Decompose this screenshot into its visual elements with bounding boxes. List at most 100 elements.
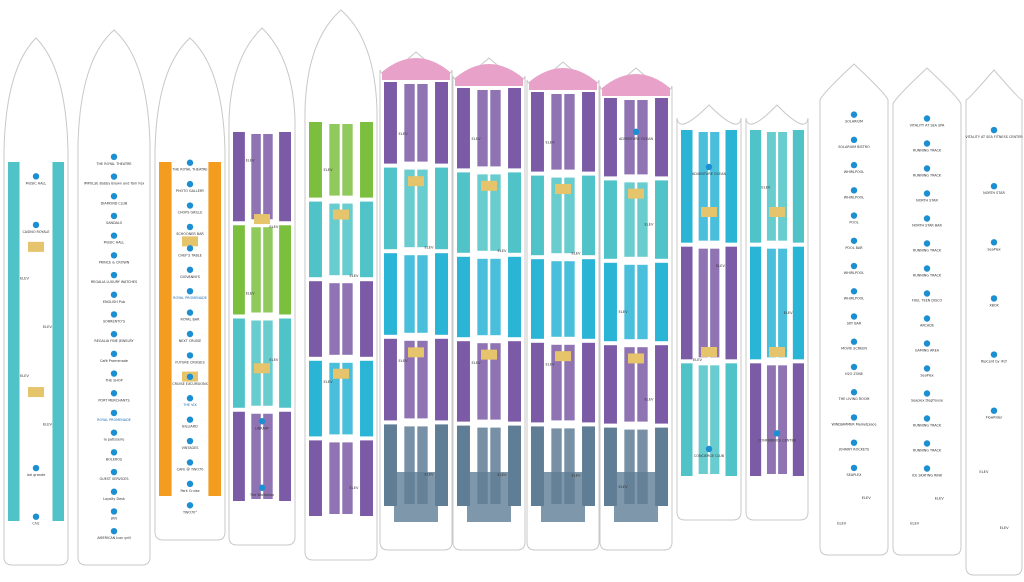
venue-icon <box>990 126 998 134</box>
cabin-block-starboard <box>360 360 373 437</box>
venue-icon <box>923 140 931 147</box>
venue-icon <box>923 190 931 197</box>
cabin-block-port <box>457 256 470 338</box>
cabin-block-starboard <box>435 253 448 335</box>
hull-outline <box>892 67 962 556</box>
venue-icon <box>110 252 118 259</box>
cabin-block-inner <box>329 362 340 435</box>
cabin-block-port <box>681 130 693 243</box>
cabin-block-inner <box>342 442 353 514</box>
venue-label: ROYAL PROMENADE <box>173 296 207 300</box>
cabin-block-inner <box>624 429 635 504</box>
venue-label: VITALITY AT SEA SPA <box>910 124 945 128</box>
elevator-label: ELEV <box>349 274 359 278</box>
elevator-label: ELEV <box>619 485 629 489</box>
venue-label: GAMING AREA <box>915 349 940 353</box>
cabin-block-inner <box>417 84 428 162</box>
venue-icon <box>186 437 194 445</box>
venue-icon <box>923 115 931 122</box>
venue-label: Loyalty Desk <box>103 497 125 501</box>
venue-icon <box>110 212 118 220</box>
venue-label: Café Promenade <box>100 359 128 363</box>
venue-icon <box>850 313 858 320</box>
venue-icon <box>850 288 858 295</box>
cabin-block-port <box>384 167 397 250</box>
venue-icon <box>990 182 998 190</box>
cabin-block-starboard <box>725 246 737 360</box>
venue-icon <box>110 488 118 495</box>
stair-core <box>701 207 717 217</box>
venue-label: CHOPS GRILLE <box>178 211 203 215</box>
venue-icon <box>923 440 931 447</box>
cabin-block-starboard <box>655 427 668 506</box>
elevator-label: ELEV <box>497 473 507 477</box>
venue-label: FUEL TEEN DISCO <box>912 299 943 303</box>
cabin-block-starboard <box>435 167 448 250</box>
venue-label: THE LIVING ROOM <box>838 397 870 401</box>
cabin-block-starboard <box>435 338 448 421</box>
cabin-block-inner <box>624 347 635 422</box>
cabin-block-inner <box>778 248 788 358</box>
cabin-block-port <box>233 225 245 315</box>
venue-icon <box>186 502 194 509</box>
venue-label: THE VIX <box>182 403 197 407</box>
venue-label: GUEST SERVICES <box>100 477 129 481</box>
venue-label: RUNNING TRACK <box>913 149 942 153</box>
cabin-block-inner <box>251 413 261 499</box>
cabin-block-inner <box>637 429 648 504</box>
cabin-block-inner <box>263 227 273 313</box>
cabin-block-starboard <box>508 172 521 253</box>
cabin-block-starboard <box>792 363 804 476</box>
venue-icon <box>186 245 194 252</box>
stair-core <box>769 207 785 217</box>
venue-icon <box>705 163 713 171</box>
venue-icon <box>850 111 858 118</box>
venue-label: MUSIC HALL <box>26 181 47 185</box>
cabin-block-port <box>384 338 397 421</box>
venue-label: SeaPlex <box>987 247 1000 251</box>
venue-icon <box>110 508 118 515</box>
venue-label: GIOVANNI'S <box>180 275 200 279</box>
cabin-block-port <box>750 363 762 476</box>
venue-label: RUNNING TRACK <box>913 449 942 453</box>
venue-label: NORTH STAR <box>983 191 1005 195</box>
cabin-block-inner <box>417 169 428 248</box>
bow-suite-block <box>455 64 523 86</box>
venue-icon <box>186 266 194 273</box>
cabin-block-starboard <box>508 341 521 422</box>
venue-label: SCHOONER BAR <box>176 232 204 236</box>
cabin-block-inner <box>477 90 488 167</box>
cabin-block-inner <box>404 84 415 162</box>
venue-icon <box>186 352 194 359</box>
elevator-label: ELEV <box>269 358 279 362</box>
cabin-block-inner <box>342 362 353 435</box>
venue-icon <box>850 363 858 371</box>
elevator-label: ELEV <box>716 264 726 268</box>
cabin-block-port <box>604 427 617 506</box>
cabin-block-starboard <box>582 259 595 339</box>
elevator-label: ELEV <box>546 141 556 145</box>
venue-label: ICE SKATING RINK <box>912 474 943 478</box>
deck-13[interactable]: VITALITY AT SEA SPA RUNNING TRACK RUNNING … <box>892 67 962 556</box>
venue-label: JKN <box>110 516 117 520</box>
stair-core <box>408 347 424 358</box>
elevator-label: ELEV <box>497 249 507 253</box>
stair-core <box>701 347 717 357</box>
elevator-label: ELEV <box>399 359 409 363</box>
cabin-block-inner <box>551 428 562 504</box>
cabin-block-inner <box>766 248 776 358</box>
